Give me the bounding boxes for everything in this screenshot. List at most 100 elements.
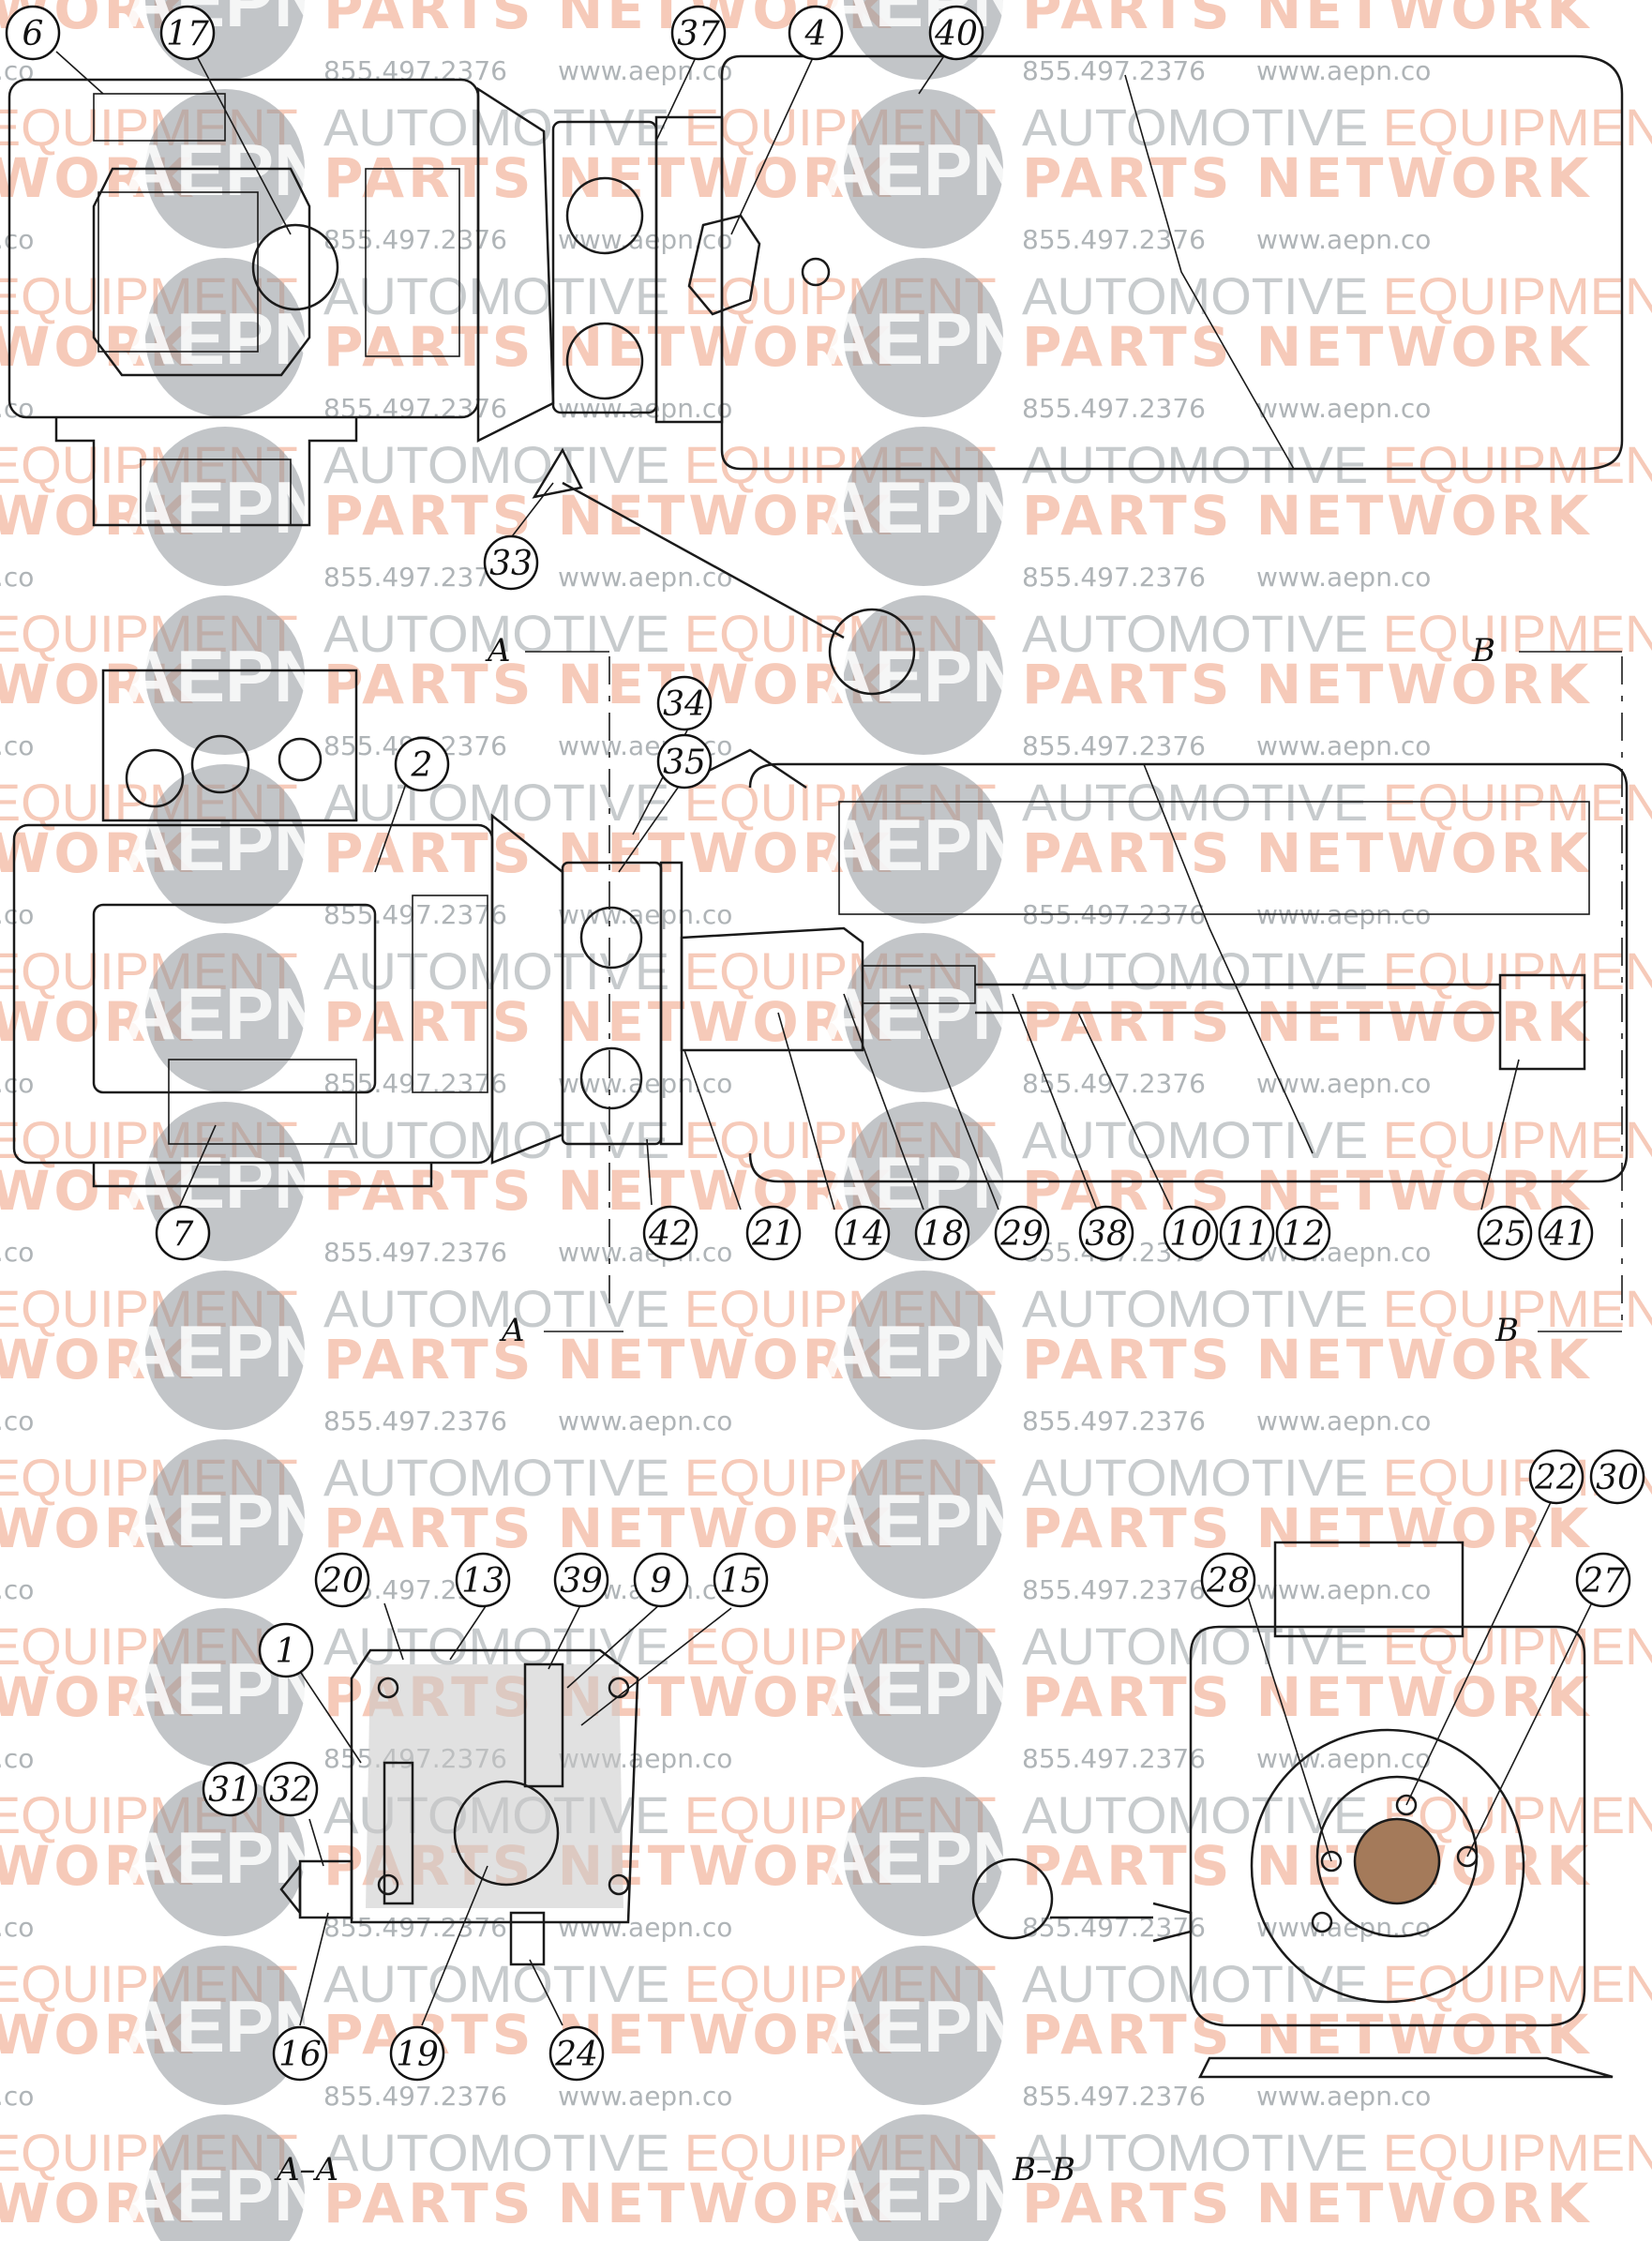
- section-label-a-top: A: [485, 632, 511, 669]
- callout-10: 10: [1163, 1205, 1219, 1261]
- motor-label-top: [93, 93, 226, 142]
- callout-9: 9: [633, 1552, 689, 1608]
- bolt-hole-1: [377, 1677, 399, 1699]
- relief-valve-bore: [523, 1662, 564, 1788]
- callout-27: 27: [1575, 1552, 1631, 1608]
- adapter-top: [476, 86, 555, 444]
- conduit-knockout-3: [278, 737, 323, 782]
- svg-text:41: 41: [1543, 1215, 1587, 1254]
- svg-text:27: 27: [1581, 1562, 1625, 1601]
- callout-2: 2: [394, 736, 450, 792]
- svg-text:11: 11: [1225, 1215, 1269, 1254]
- leader-lines: [55, 51, 1595, 2026]
- svg-text:14: 14: [841, 1215, 884, 1254]
- reservoir-fill-band: [838, 801, 1590, 915]
- callout-30: 30: [1589, 1449, 1645, 1505]
- flange-top: [654, 115, 724, 424]
- svg-text:21: 21: [751, 1215, 795, 1254]
- svg-text:31: 31: [208, 1771, 251, 1810]
- release-valve-tip: [279, 1862, 302, 1917]
- motor-foot-top: [54, 417, 358, 527]
- svg-text:29: 29: [999, 1215, 1044, 1254]
- section-label-a-bottom: A: [499, 1312, 525, 1349]
- motor-nameplate: [412, 895, 488, 1093]
- gasket-side: [659, 861, 683, 1146]
- callouts: 6 17 37 4 40 33 34 35 2 7 42 21 14 18 29…: [5, 5, 1645, 2082]
- callout-35: 35: [656, 733, 713, 790]
- svg-text:18: 18: [921, 1215, 964, 1254]
- svg-text:39: 39: [560, 1562, 603, 1601]
- svg-text:32: 32: [269, 1771, 312, 1810]
- filler-cap: [687, 214, 761, 316]
- callout-20: 20: [314, 1552, 370, 1608]
- callout-41: 41: [1538, 1205, 1594, 1261]
- svg-text:37: 37: [677, 15, 720, 53]
- warning-label: [98, 191, 259, 353]
- svg-text:4: 4: [804, 15, 827, 53]
- svg-text:16: 16: [278, 2036, 322, 2074]
- callout-1: 1: [258, 1622, 314, 1678]
- break-line-side: [1143, 763, 1314, 1154]
- motor-base-bb: [1197, 2056, 1614, 2079]
- svg-text:13: 13: [461, 1562, 504, 1601]
- callout-15: 15: [713, 1552, 769, 1608]
- callout-6: 6: [5, 5, 61, 61]
- pump-body: [680, 926, 864, 1052]
- motor-cover-side: [92, 903, 377, 1094]
- callout-34: 34: [656, 675, 713, 731]
- svg-text:38: 38: [1085, 1215, 1128, 1254]
- reservoir-screw: [801, 257, 831, 287]
- adapter-side: [490, 813, 564, 1165]
- callout-14: 14: [834, 1205, 891, 1261]
- svg-text:12: 12: [1282, 1215, 1325, 1254]
- capacitor-cover: [92, 167, 311, 377]
- svg-text:7: 7: [173, 1215, 194, 1254]
- callout-40: 40: [928, 5, 984, 61]
- check-valve-bore: [383, 1761, 414, 1905]
- callout-19: 19: [389, 2025, 445, 2082]
- callout-29: 29: [994, 1205, 1050, 1261]
- callout-13: 13: [455, 1552, 511, 1608]
- callout-31: 31: [202, 1761, 258, 1817]
- callout-7: 7: [155, 1205, 211, 1261]
- section-hatch: [366, 1664, 623, 1908]
- bolt-hole-4: [608, 1873, 630, 1896]
- port-lower: [565, 322, 644, 400]
- lever-knob-bb: [971, 1857, 1054, 1940]
- junction-box: [101, 669, 358, 822]
- reservoir-top: [720, 54, 1624, 471]
- svg-text:2: 2: [411, 746, 433, 785]
- svg-text:28: 28: [1206, 1562, 1250, 1601]
- motor-face-bb: [1250, 1728, 1525, 2004]
- motor-foot-side: [92, 1163, 433, 1188]
- callout-17: 17: [159, 5, 216, 61]
- svg-text:20: 20: [320, 1562, 364, 1601]
- section-bb-view: [971, 1541, 1614, 2079]
- svg-text:1: 1: [276, 1632, 297, 1671]
- svg-text:9: 9: [651, 1562, 672, 1601]
- section-aa-view: [279, 1648, 639, 1966]
- callout-33: 33: [483, 534, 539, 591]
- svg-text:35: 35: [663, 744, 706, 782]
- callout-16: 16: [272, 2025, 328, 2082]
- side-view: [12, 651, 1629, 1332]
- svg-text:25: 25: [1482, 1215, 1526, 1254]
- release-valve-side: [579, 1046, 643, 1110]
- motor-housing-side: [12, 823, 494, 1165]
- start-switch-boss: [251, 223, 339, 311]
- vent-cap: [693, 748, 807, 790]
- callout-18: 18: [914, 1205, 970, 1261]
- section-label-b-bottom: B: [1494, 1312, 1519, 1349]
- view-label-aa: A–A: [274, 2151, 338, 2188]
- break-line-top: [1124, 74, 1295, 470]
- plug-24: [509, 1911, 546, 1966]
- pump-gear-bore: [453, 1780, 560, 1887]
- svg-text:40: 40: [934, 15, 978, 53]
- callout-37: 37: [670, 5, 727, 61]
- motor-housing-top: [8, 78, 480, 419]
- mount-bolt-27: [1456, 1845, 1479, 1868]
- release-lever-pivot: [532, 447, 583, 499]
- section-label-b-top: B: [1471, 632, 1495, 669]
- callout-39: 39: [553, 1552, 609, 1608]
